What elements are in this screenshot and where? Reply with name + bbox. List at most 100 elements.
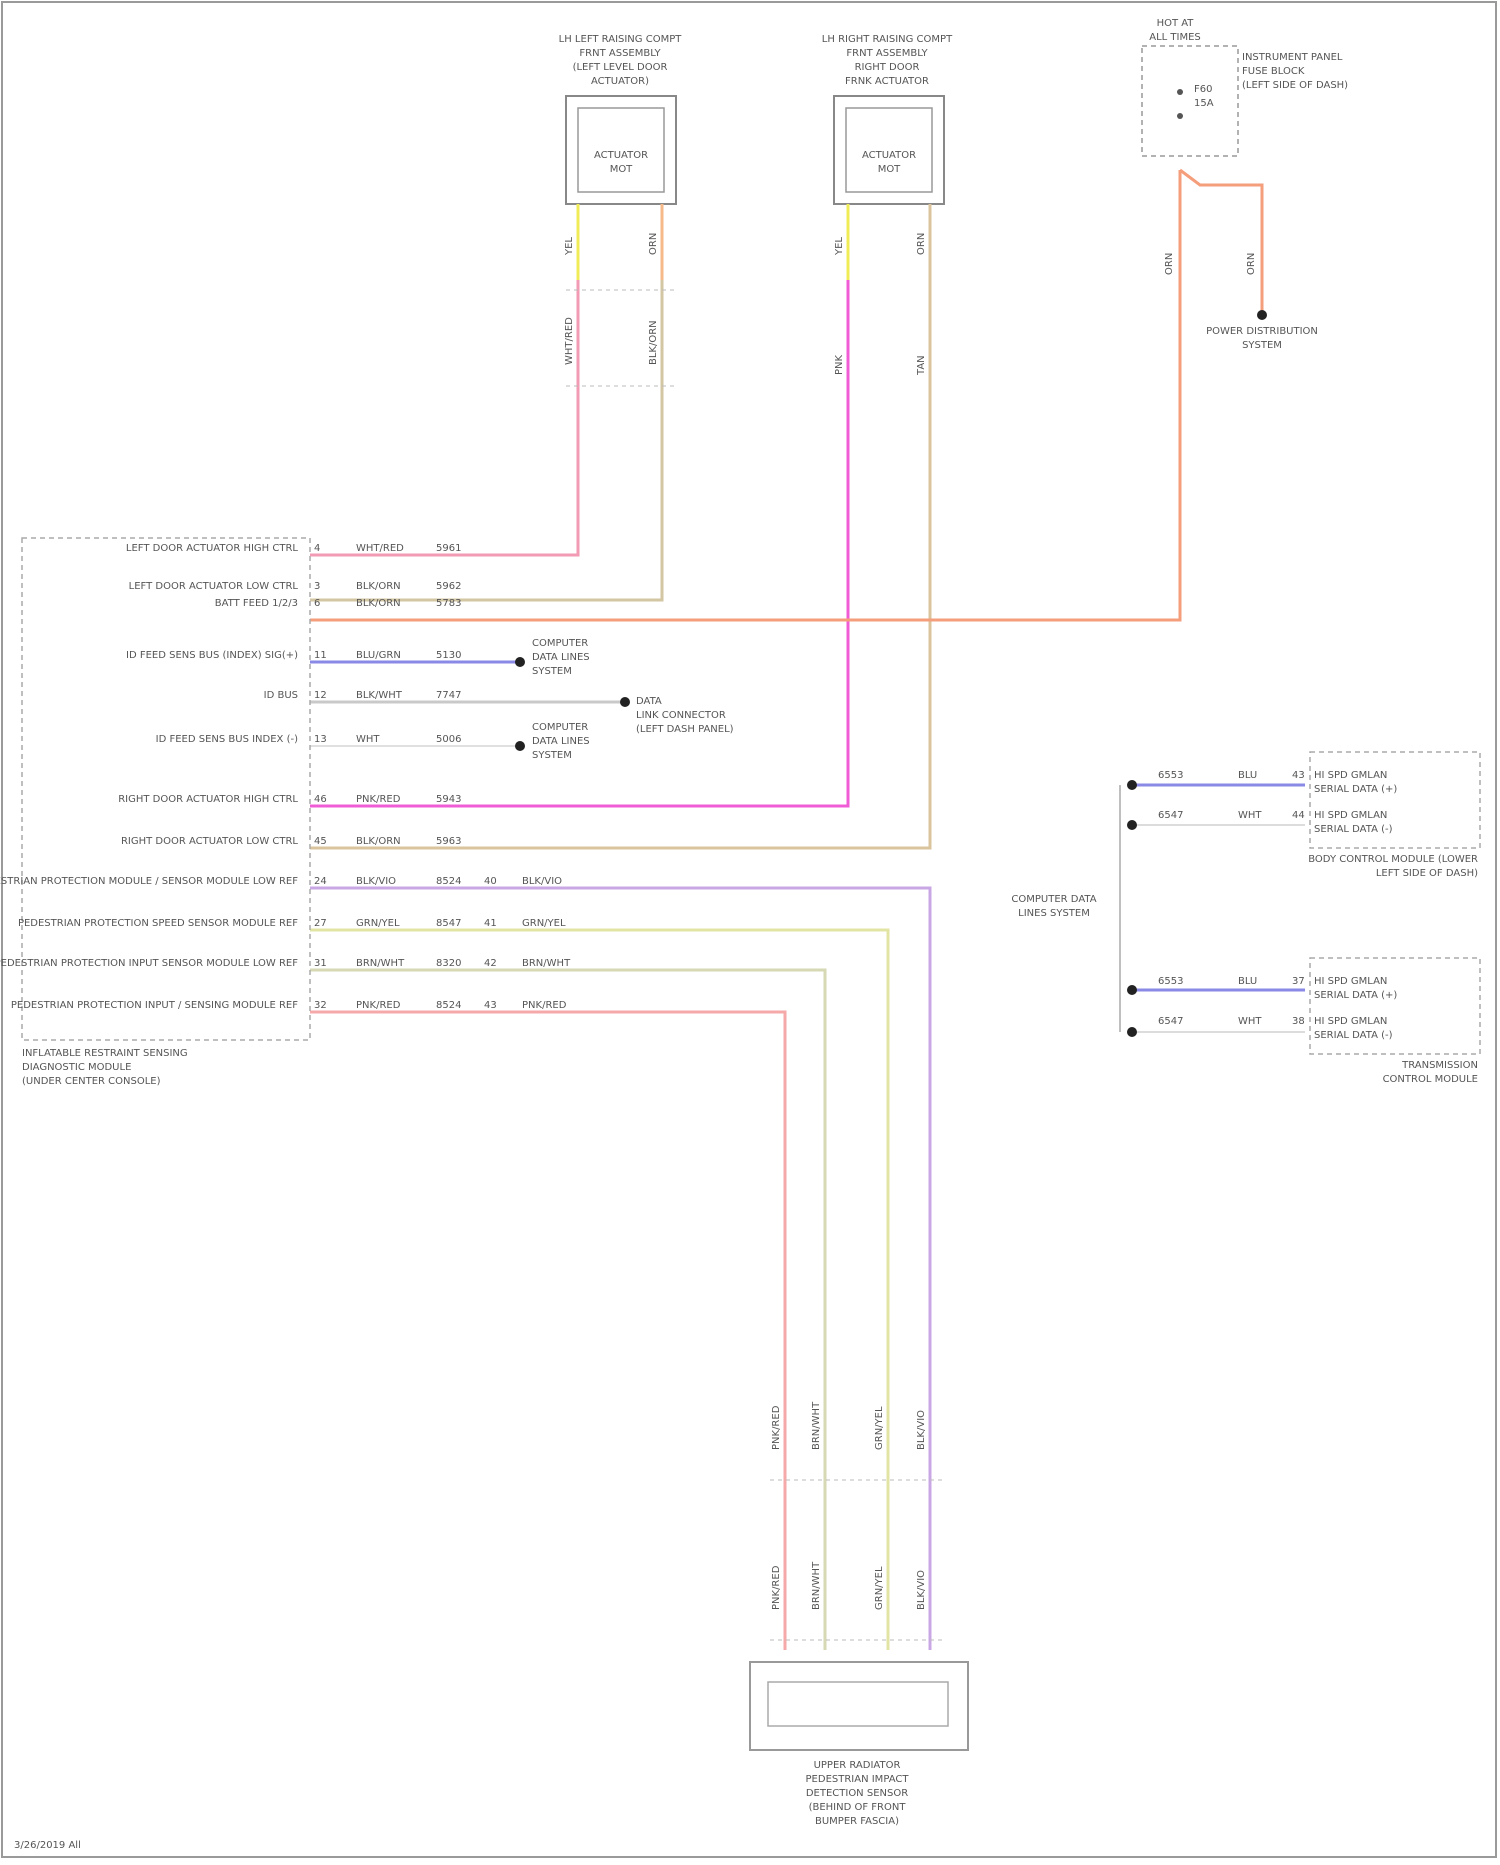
conn-label-1-line-3: SYSTEM [532, 666, 572, 677]
tcm-pin-4: SERIAL DATA (-) [1314, 1030, 1393, 1041]
module-pin-color: BRN/WHT [356, 958, 405, 969]
tcm-pin-1: HI SPD GMLAN [1314, 976, 1387, 987]
bcm-pin-1: HI SPD GMLAN [1314, 770, 1387, 781]
bcm-name-2: LEFT SIDE OF DASH) [1376, 868, 1478, 879]
module-pin-number: 11 [314, 650, 327, 661]
left-actuator-title-3: (LEFT LEVEL DOOR [573, 62, 668, 73]
module-pin-label: ID FEED SENS BUS INDEX (-) [156, 734, 298, 745]
pedestrian-sensor: UPPER RADIATOR PEDESTRIAN IMPACT DETECTI… [750, 1662, 968, 1827]
module-pin-color: PNK/RED [356, 794, 401, 805]
conn-label-3-line-1: COMPUTER [532, 722, 588, 733]
bcm-wire-2-ckt: 6547 [1158, 810, 1183, 821]
right-actuator-ckt-yel: YEL [834, 237, 845, 256]
splice-dots [515, 310, 1267, 1037]
module-name-1: INFLATABLE RESTRAINT SENSING [22, 1048, 188, 1059]
module-pin-circuit: 8320 [436, 958, 461, 969]
module-far-pin-number: 41 [484, 918, 497, 929]
module-pin-circuit: 5006 [436, 734, 461, 745]
module-pin-circuit: 5943 [436, 794, 461, 805]
module-pin-color: BLK/VIO [356, 876, 396, 887]
fuse-side-label-1: INSTRUMENT PANEL [1242, 52, 1343, 63]
module-pin-number: 45 [314, 836, 327, 847]
power-distribution-label-2: SYSTEM [1242, 340, 1282, 351]
module-pin-number: 13 [314, 734, 327, 745]
right-actuator-title-3: RIGHT DOOR [855, 62, 920, 73]
fuse-id: F60 [1194, 84, 1212, 95]
module-pin-circuit: 8524 [436, 1000, 461, 1011]
tcm-wire-2-pin: 38 [1292, 1016, 1305, 1027]
module-pin-color: BLK/ORN [356, 836, 401, 847]
module-pin-label: PEDESTRIAN PROTECTION INPUT SENSOR MODUL… [0, 958, 298, 969]
module-pin-label: BATT FEED 1/2/3 [215, 598, 298, 609]
module-pin-number: 27 [314, 918, 327, 929]
bcm-pin-2: SERIAL DATA (+) [1314, 784, 1397, 795]
conn-label-1-line-2: DATA LINES [532, 652, 590, 663]
fuse-wire-label-1: ORN [1164, 253, 1175, 275]
module-pin-label: RIGHT DOOR ACTUATOR LOW CTRL [121, 836, 298, 847]
left-actuator-high-wire [310, 280, 578, 555]
tcm-pin-2: SERIAL DATA (+) [1314, 990, 1397, 1001]
module-pin-number: 24 [314, 876, 327, 887]
module-far-pin-number: 42 [484, 958, 497, 969]
module-far-pin-color: GRN/YEL [522, 918, 566, 929]
tcm-name-1: TRANSMISSION [1401, 1060, 1478, 1071]
sensor-name-4: (BEHIND OF FRONT [809, 1802, 907, 1813]
left-actuator-inner-2: MOT [610, 164, 633, 175]
fuse-wire-label-2: ORN [1246, 253, 1257, 275]
right-actuator: LH RIGHT RAISING COMPT FRNT ASSEMBLY RIG… [822, 34, 953, 204]
tcm-pin-3: HI SPD GMLAN [1314, 1016, 1387, 1027]
module-pin-color: BLK/ORN [356, 598, 401, 609]
module-pin-color: WHT/RED [356, 543, 404, 554]
right-actuator-title-2: FRNT ASSEMBLY [846, 48, 928, 59]
power-distribution-wire [1180, 170, 1262, 315]
wires [310, 170, 1305, 1650]
module-pin-label: LEFT DOOR ACTUATOR LOW CTRL [129, 581, 299, 592]
module-pin-label: PEDESTRIAN PROTECTION SPEED SENSOR MODUL… [18, 918, 298, 929]
bcm-pin-3: HI SPD GMLAN [1314, 810, 1387, 821]
sensor-name-1: UPPER RADIATOR [814, 1760, 901, 1771]
right-actuator-inner-1: ACTUATOR [862, 150, 916, 161]
sensor-wire-1-upper: PNK/RED [771, 1405, 782, 1450]
bcm-name-1: BODY CONTROL MODULE (LOWER [1308, 854, 1478, 865]
module-pin-number: 46 [314, 794, 327, 805]
tcm-name-2: CONTROL MODULE [1383, 1074, 1478, 1085]
right-actuator-low-wire [310, 204, 930, 848]
bcm-wire-2-pin: 44 [1292, 810, 1305, 821]
module-connection-labels: COMPUTER DATA LINES SYSTEM DATA LINK CON… [532, 638, 734, 761]
tcm-wire-1-pin: 37 [1292, 976, 1305, 987]
module-pin-circuit: 5783 [436, 598, 461, 609]
module-pin-color: PNK/RED [356, 1000, 401, 1011]
sensor-wire-labels: PNK/RED BRN/WHT GRN/YEL BLK/VIO PNK/RED … [771, 1401, 927, 1610]
module-far-pin-color: PNK/RED [522, 1000, 567, 1011]
conn-label-2-line-3: (LEFT DASH PANEL) [636, 724, 734, 735]
module-name-2: DIAGNOSTIC MODULE [22, 1062, 131, 1073]
top-wire-labels: YEL ORN WHT/RED BLK/ORN YEL ORN PNK TAN … [564, 233, 1257, 376]
module-name-3: (UNDER CENTER CONSOLE) [22, 1076, 161, 1087]
ped-speed-ref-wire [310, 930, 888, 1650]
right-side-label-1: COMPUTER DATA [1011, 894, 1096, 905]
sensor-wire-1-lower: PNK/RED [771, 1565, 782, 1610]
ped-input-low-wire [310, 970, 825, 1650]
right-side-label-2: LINES SYSTEM [1018, 908, 1090, 919]
module-pin-color: BLU/GRN [356, 650, 401, 661]
bcm-wire-1-ckt: 6553 [1158, 770, 1183, 781]
module-pin-circuit: 7747 [436, 690, 461, 701]
module-pin-color: GRN/YEL [356, 918, 400, 929]
conn-label-2-line-2: LINK CONNECTOR [636, 710, 726, 721]
ped-ref-low-wire [310, 888, 930, 1650]
module-pin-circuit: 5130 [436, 650, 461, 661]
bcm-wire-1-color: BLU [1238, 770, 1257, 781]
module-pin-color: BLK/ORN [356, 581, 401, 592]
right-data-section: COMPUTER DATA LINES SYSTEM HI SPD GMLAN … [1011, 752, 1480, 1085]
module-pin-label: PEDESTRIAN PROTECTION MODULE / SENSOR MO… [0, 876, 298, 887]
sensor-wire-4-upper: BLK/VIO [916, 1410, 927, 1450]
left-actuator: LH LEFT RAISING COMPT FRNT ASSEMBLY (LEF… [559, 34, 683, 204]
module-pin-number: 6 [314, 598, 320, 609]
left-actuator-ckt-lower-1: WHT/RED [564, 317, 575, 365]
module-pin-label: ID FEED SENS BUS (INDEX) SIG(+) [126, 650, 298, 661]
tcm-wire-2-color: WHT [1238, 1016, 1262, 1027]
bcm-wire-1-pin: 43 [1292, 770, 1305, 781]
